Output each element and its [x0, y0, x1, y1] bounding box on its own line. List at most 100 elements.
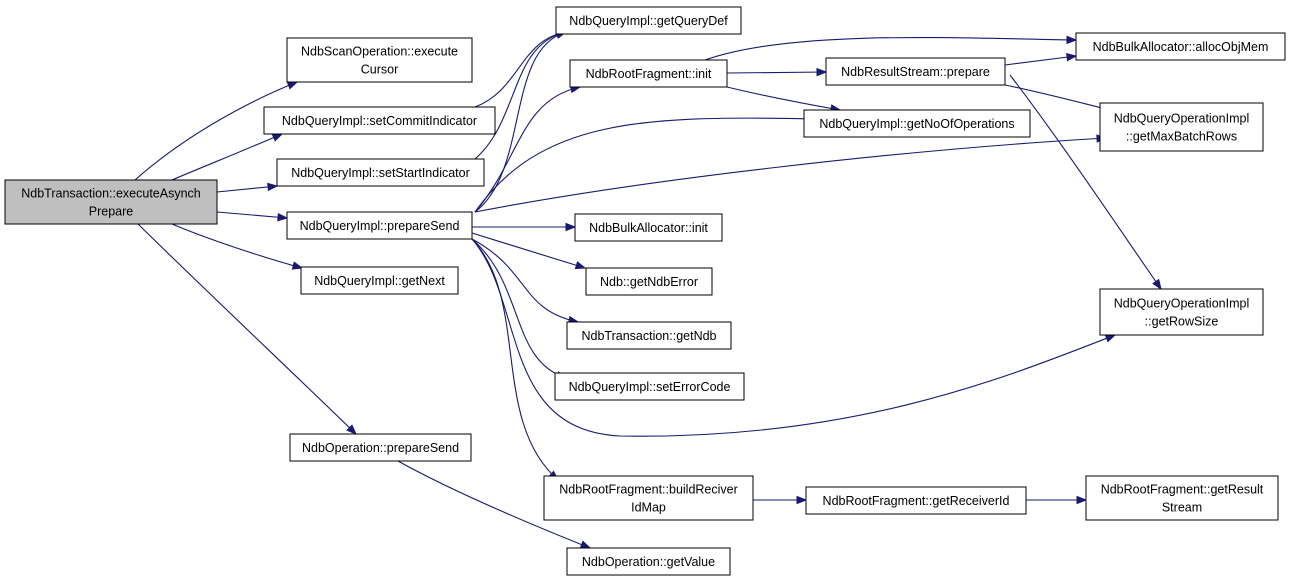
arrowhead-buildRecv-to-getRecvId	[796, 495, 808, 505]
node-label-line: NdbRootFragment::init	[586, 67, 712, 81]
arrowhead-getRecvId-to-getResStream	[1076, 495, 1088, 505]
node-rootInit[interactable]: NdbRootFragment::init	[569, 59, 728, 88]
node-box	[263, 106, 496, 135]
node-bulkInit[interactable]: NdbBulkAllocator::init	[574, 213, 723, 242]
call-edges	[134, 29, 1162, 549]
node-box	[805, 486, 1027, 515]
arrowhead-rootInit-to-rsPrep	[816, 67, 828, 77]
node-label-line: NdbQueryOperationImpl	[1114, 112, 1249, 126]
node-label-line: NdbBulkAllocator::init	[589, 221, 708, 235]
node-box	[566, 321, 732, 350]
edge-prepSend-to-getNdb	[471, 238, 579, 323]
node-label-line: Cursor	[361, 63, 399, 77]
edge-rootInit-to-rsPrep	[726, 71, 827, 74]
node-label-line: IdMap	[631, 501, 666, 515]
node-getValue[interactable]: NdbOperation::getValue	[566, 547, 731, 576]
node-label-line: NdbScanOperation::execute	[301, 45, 458, 59]
edge-opPrep-to-getValue	[397, 460, 591, 549]
edge-root-to-getNext	[171, 223, 303, 269]
edge-root-to-setCommit	[171, 133, 283, 181]
edge-prepSend-to-rootInit	[474, 86, 581, 213]
node-box	[1075, 32, 1286, 61]
node-box	[289, 433, 472, 462]
arrowhead-rsPrep-to-rowSize	[1152, 278, 1162, 291]
node-box	[803, 109, 1031, 138]
node-rowSize[interactable]: NdbQueryOperationImpl::getRowSize	[1099, 288, 1264, 336]
arrowhead-root-to-scanExec	[286, 81, 299, 90]
edge-prepSend-to-rowSize	[471, 238, 1116, 437]
node-label-line: NdbQueryImpl::setErrorCode	[569, 380, 731, 394]
node-label-line: NdbQueryImpl::setCommitIndicator	[282, 114, 477, 128]
node-label-line: NdbQueryImpl::getNoOfOperations	[819, 117, 1014, 131]
node-label-line: ::getMaxBatchRows	[1126, 130, 1237, 144]
node-maxBatch[interactable]: NdbQueryOperationImpl::getMaxBatchRows	[1099, 102, 1264, 152]
edge-prepSend-to-getNoOps	[474, 117, 816, 213]
arrowhead-prepSend-to-getNdbError	[574, 261, 587, 270]
edge-root-to-opPrep	[137, 223, 357, 435]
edge-rsPrep-to-rowSize	[1009, 74, 1162, 290]
edge-rootInit-to-alloc	[704, 36, 1077, 61]
node-getNoOps[interactable]: NdbQueryImpl::getNoOfOperations	[803, 109, 1031, 138]
node-setStart[interactable]: NdbQueryImpl::setStartIndicator	[276, 158, 485, 187]
node-label-line: NdbQueryImpl::setStartIndicator	[291, 166, 470, 180]
edge-prepSend-to-getQueryDef	[474, 31, 567, 213]
node-label-line: NdbBulkAllocator::allocObjMem	[1093, 40, 1269, 54]
node-box	[569, 59, 728, 88]
edge-root-to-setStart	[216, 185, 278, 193]
node-box	[825, 57, 1006, 86]
node-prepSend[interactable]: NdbQueryImpl::prepareSend	[286, 211, 473, 240]
node-label-line: NdbQueryImpl::getQueryDef	[569, 14, 728, 28]
edge-rootInit-to-getNoOps	[726, 86, 841, 111]
node-getNext[interactable]: NdbQueryImpl::getNext	[300, 266, 459, 295]
node-label-line: Ndb::getNdbError	[600, 275, 698, 289]
node-getNdb[interactable]: NdbTransaction::getNdb	[566, 321, 732, 350]
node-label-line: NdbResultStream::prepare	[841, 65, 990, 79]
node-setCommit[interactable]: NdbQueryImpl::setCommitIndicator	[263, 106, 496, 135]
node-setErr[interactable]: NdbQueryImpl::setErrorCode	[554, 372, 745, 401]
node-rsPrep[interactable]: NdbResultStream::prepare	[825, 57, 1006, 86]
node-opPrep[interactable]: NdbOperation::prepareSend	[289, 433, 472, 462]
node-box	[554, 372, 745, 401]
node-getRecvId[interactable]: NdbRootFragment::getReceiverId	[805, 486, 1027, 515]
node-box	[574, 213, 723, 242]
edge-rsPrep-to-alloc	[1004, 55, 1077, 66]
node-box	[4, 179, 218, 225]
node-box	[300, 266, 459, 295]
arrowhead-root-to-opPrep	[346, 424, 357, 435]
arrowhead-rootInit-to-alloc	[1066, 35, 1078, 45]
edge-setStart-to-getQueryDef	[474, 31, 567, 160]
edge-prepSend-to-buildRecv	[471, 238, 559, 481]
node-label-line: NdbRootFragment::getReceiverId	[823, 494, 1010, 508]
node-getNdbError[interactable]: Ndb::getNdbError	[585, 267, 713, 296]
arrowhead-root-to-setStart	[267, 182, 279, 192]
node-box	[555, 6, 742, 35]
arrowhead-root-to-getNext	[291, 261, 304, 270]
node-label-line: Prepare	[89, 205, 134, 219]
arrowhead-prepSend-to-rowSize	[1104, 334, 1117, 343]
arrowhead-root-to-prepSend	[277, 212, 289, 222]
node-label-line: NdbQueryImpl::getNext	[314, 274, 445, 288]
node-alloc[interactable]: NdbBulkAllocator::allocObjMem	[1075, 32, 1286, 61]
node-label-line: NdbRootFragment::buildReciver	[559, 483, 738, 497]
node-label-line: NdbQueryOperationImpl	[1114, 297, 1249, 311]
edge-prepSend-to-maxBatch	[474, 137, 1107, 213]
node-box	[1085, 475, 1279, 521]
node-getQueryDef[interactable]: NdbQueryImpl::getQueryDef	[555, 6, 742, 35]
node-box	[543, 475, 754, 521]
edge-prepSend-to-setErr	[471, 238, 567, 379]
arrowhead-prepSend-to-bulkInit	[565, 222, 577, 232]
arrowhead-root-to-setCommit	[271, 133, 284, 142]
node-box	[585, 267, 713, 296]
node-label-line: NdbTransaction::getNdb	[581, 329, 716, 343]
arrowhead-rsPrep-to-alloc	[1066, 52, 1078, 62]
node-label-line: NdbQueryImpl::prepareSend	[300, 219, 460, 233]
node-label-line: ::getRowSize	[1145, 315, 1219, 329]
node-box	[286, 211, 473, 240]
node-label-line: NdbRootFragment::getResult	[1101, 483, 1264, 497]
